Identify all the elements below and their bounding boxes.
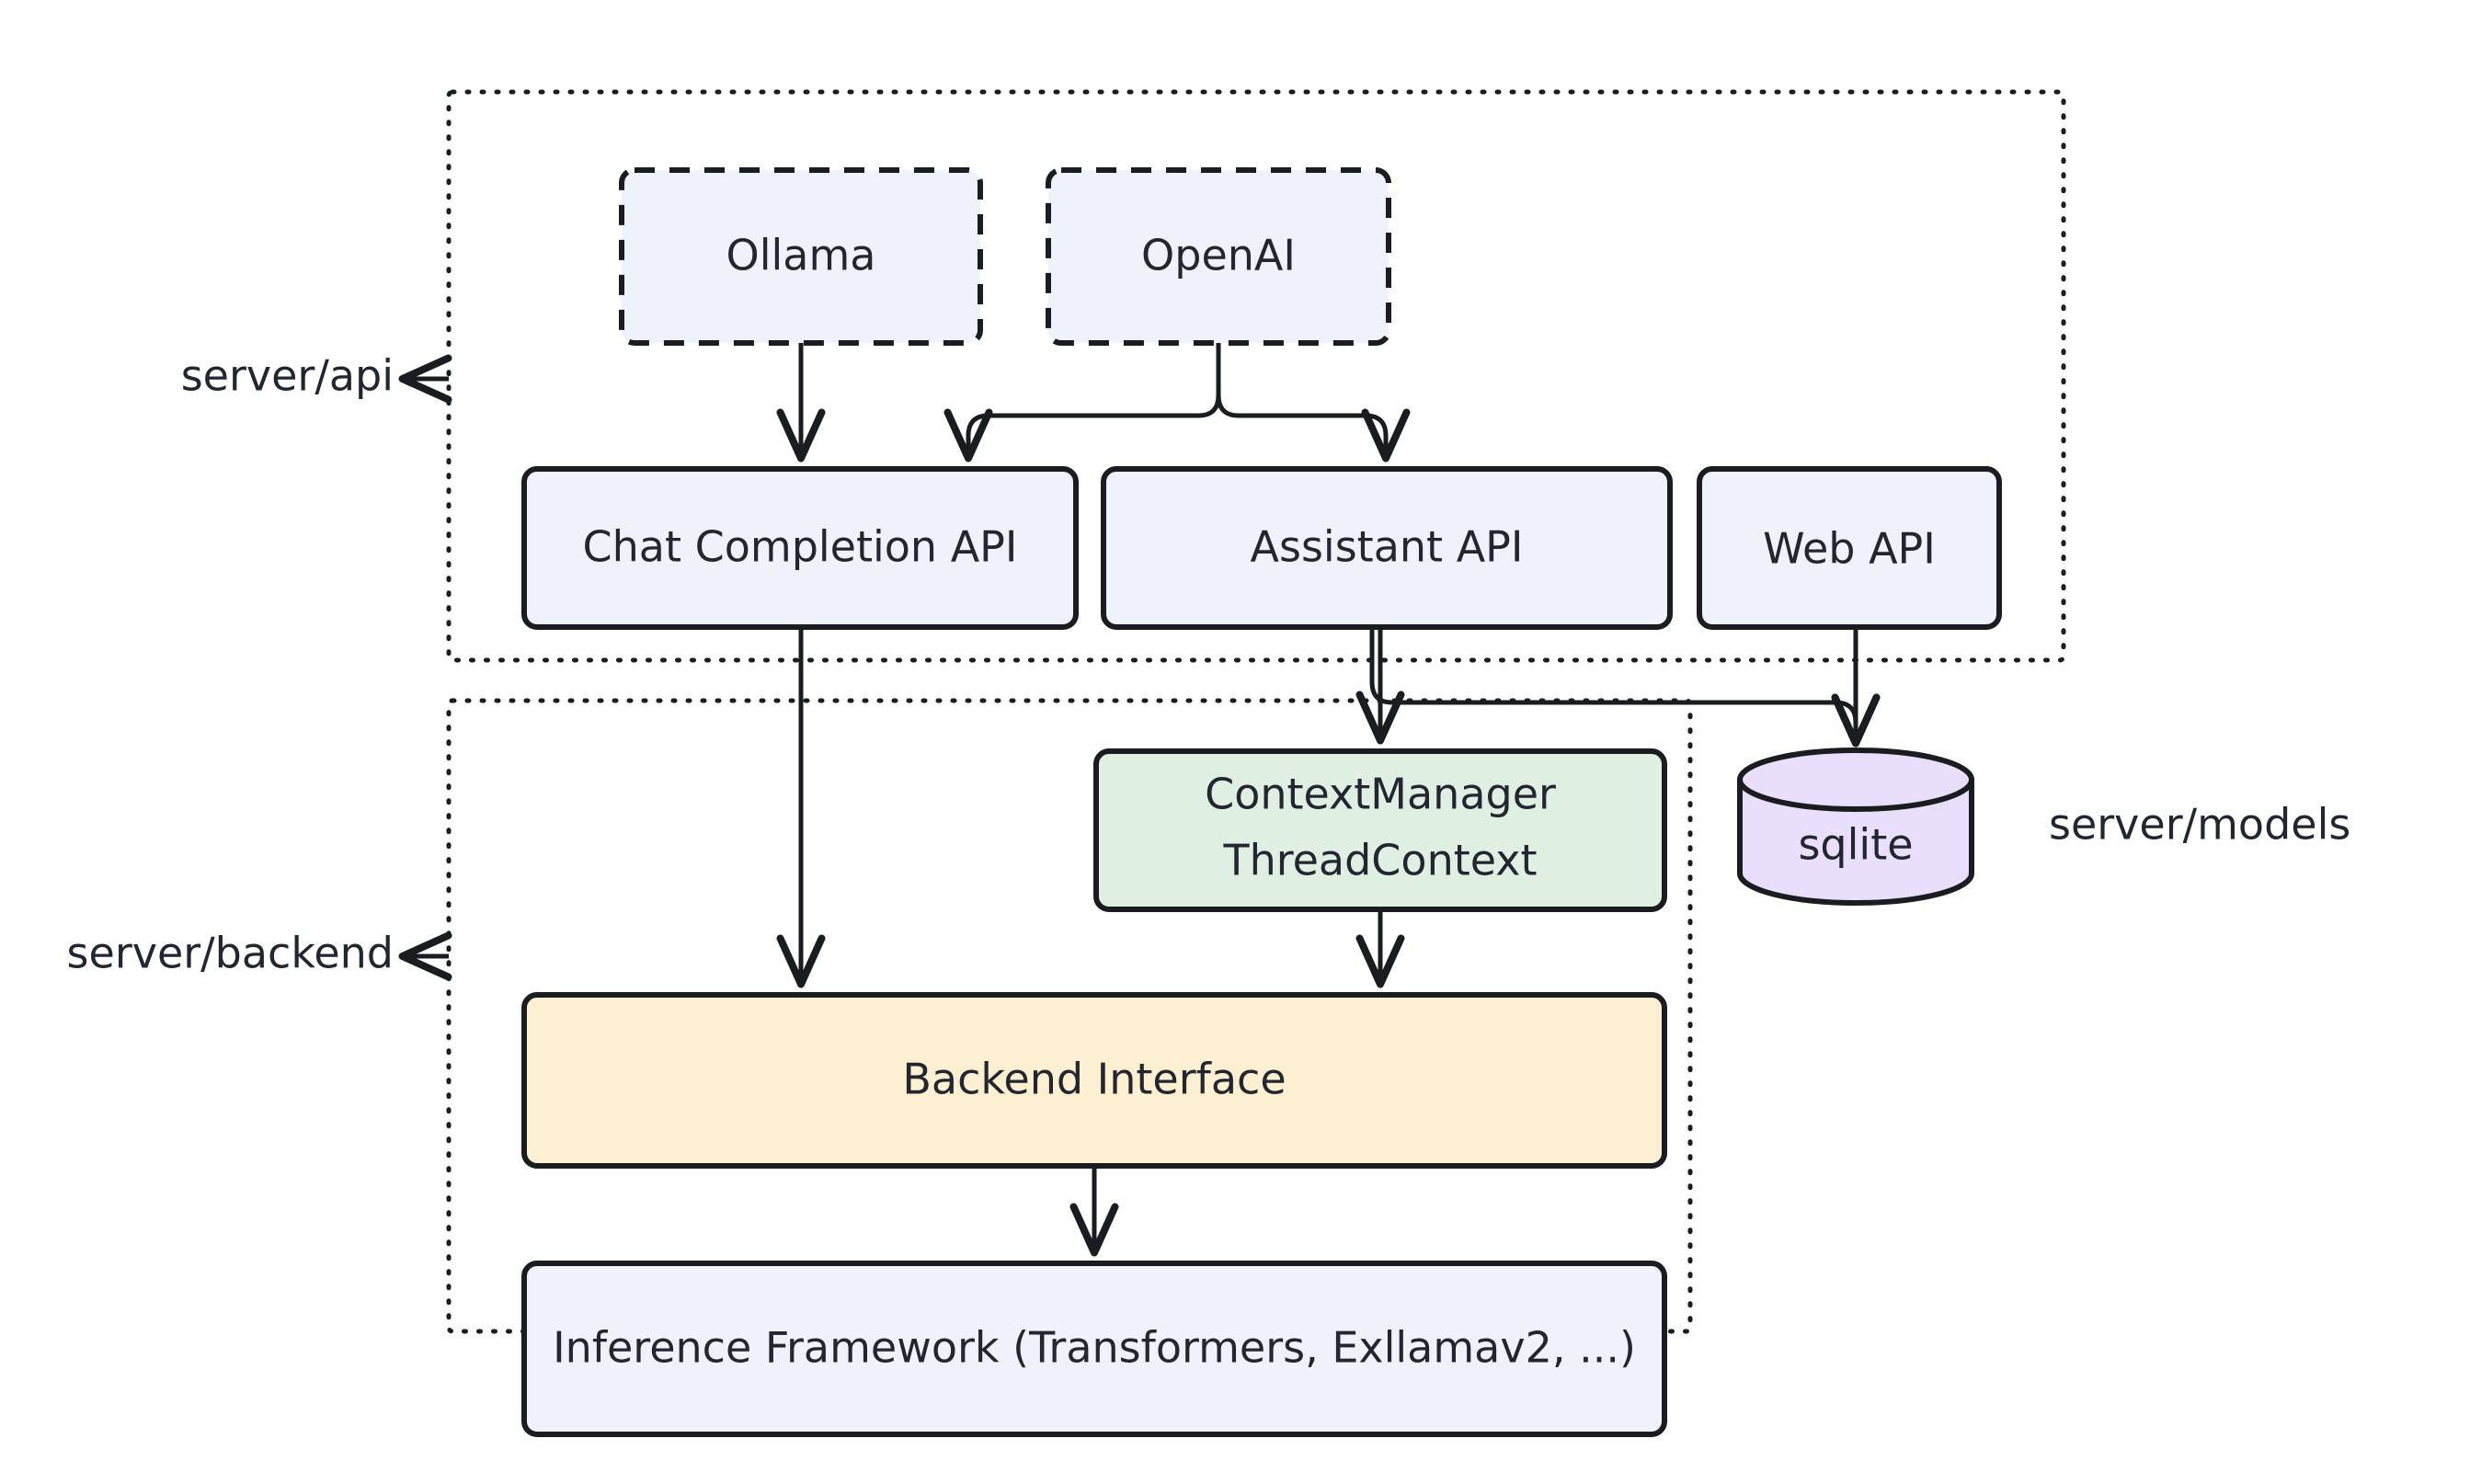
edge-openai-to-assistant bbox=[1216, 393, 1411, 462]
backend-interface-box[interactable] bbox=[521, 992, 1667, 1169]
backend-interface-label: Backend Interface bbox=[902, 1055, 1286, 1104]
web-api-box[interactable] bbox=[1697, 466, 2002, 630]
edge-openai-to-chat bbox=[943, 393, 1221, 462]
ollama-label: Ollama bbox=[726, 231, 876, 280]
context-manager-label-line1: ContextManager bbox=[1205, 770, 1556, 819]
sqlite-cylinder-body[interactable] bbox=[1737, 777, 1974, 906]
node-chat-completion-api[interactable]: Chat Completion API bbox=[521, 466, 1079, 630]
node-sqlite[interactable]: sqlite bbox=[1737, 748, 1974, 906]
ollama-box[interactable] bbox=[619, 167, 983, 346]
node-context-manager[interactable]: ContextManager ThreadContext bbox=[1093, 748, 1667, 912]
node-web-api[interactable]: Web API bbox=[1697, 466, 2002, 630]
openai-box[interactable] bbox=[1046, 167, 1391, 346]
edge-path bbox=[1369, 624, 1881, 748]
node-ollama[interactable]: Ollama bbox=[619, 167, 983, 346]
openai-label: OpenAI bbox=[1141, 231, 1296, 280]
assistant-api-label: Assistant API bbox=[1251, 522, 1524, 572]
group-label-api: server/api bbox=[181, 351, 394, 401]
node-backend-interface[interactable]: Backend Interface bbox=[521, 992, 1667, 1169]
inference-framework-label: Inference Framework (Transformers, Exlla… bbox=[553, 1323, 1636, 1373]
node-openai[interactable]: OpenAI bbox=[1046, 167, 1391, 346]
assistant-api-box[interactable] bbox=[1101, 466, 1673, 630]
group-label-models: server/models bbox=[2049, 800, 2350, 850]
sqlite-label: sqlite bbox=[1798, 820, 1913, 870]
sqlite-cylinder-top[interactable] bbox=[1737, 748, 1974, 812]
context-manager-box[interactable] bbox=[1093, 748, 1667, 912]
web-api-label: Web API bbox=[1763, 524, 1936, 574]
chat-completion-api-label: Chat Completion API bbox=[583, 522, 1018, 572]
edge-openai-branch bbox=[943, 340, 1411, 462]
inference-framework-box[interactable] bbox=[521, 1261, 1667, 1437]
group-label-backend: server/backend bbox=[67, 929, 394, 978]
edge-assistant-api-to-sqlite bbox=[1369, 624, 1881, 748]
chat-completion-api-box[interactable] bbox=[521, 466, 1079, 630]
node-assistant-api[interactable]: Assistant API bbox=[1101, 466, 1673, 630]
node-inference-framework[interactable]: Inference Framework (Transformers, Exlla… bbox=[521, 1261, 1667, 1437]
context-manager-label-line2: ThreadContext bbox=[1222, 836, 1537, 885]
